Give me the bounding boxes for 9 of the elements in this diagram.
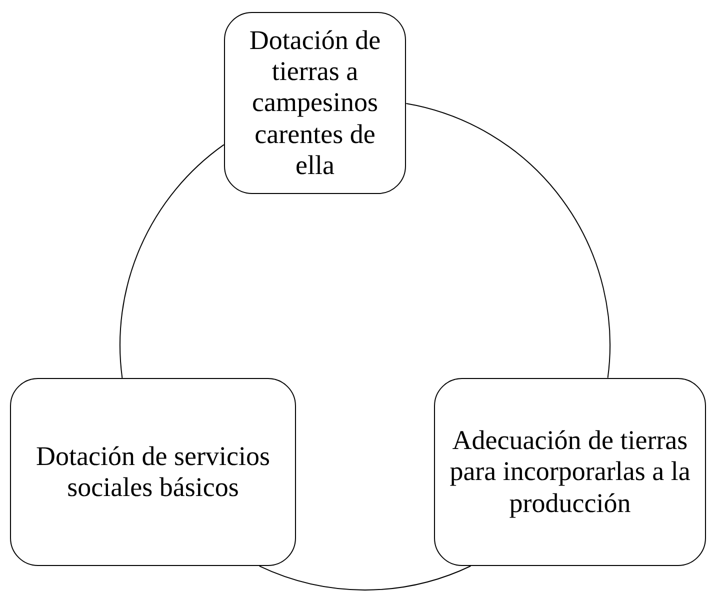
rounded-box	[224, 12, 406, 194]
connector-arc	[120, 144, 224, 378]
connector-arc	[406, 103, 610, 378]
box-text: Dotación de servicios sociales básicos	[35, 440, 271, 504]
box-text: Dotación de tierras a campesinos carentes de ella	[248, 25, 382, 181]
connector-arc	[258, 566, 472, 590]
rounded-box	[434, 378, 706, 566]
box-text: Adecuación de tierras para incorporarlas a la producción	[448, 425, 692, 519]
rounded-box	[10, 378, 296, 566]
